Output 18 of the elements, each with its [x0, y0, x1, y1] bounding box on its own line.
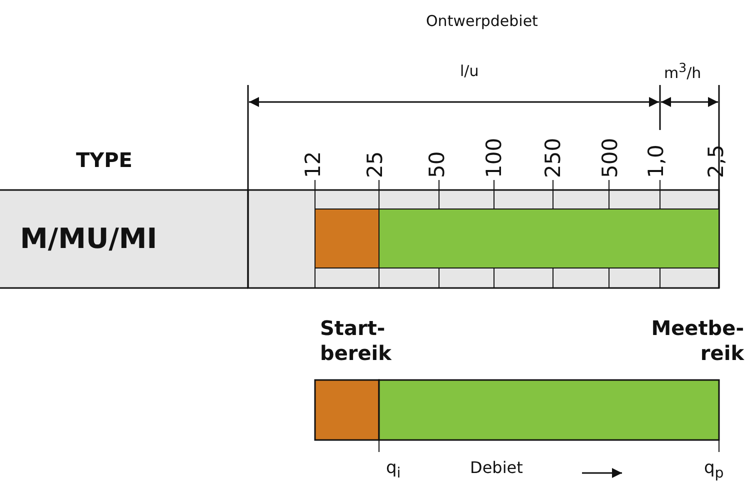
heading: Ontwerpdebiet — [426, 14, 538, 29]
type-name: M/MU/MI — [20, 225, 158, 253]
scale-value: 12 — [303, 151, 324, 178]
scale-value: 100 — [484, 138, 505, 178]
scale-value: 500 — [600, 138, 621, 178]
axis-label: Debiet — [470, 460, 523, 476]
unit-label: m$^{3}$/h — [664, 62, 702, 81]
legend-label: Meetbe- reik — [650, 316, 744, 366]
flow-symbol: q$_{i}$ — [386, 460, 401, 481]
column-heading: TYPE — [76, 150, 132, 170]
flow-symbol: q$_{p}$ — [704, 460, 724, 481]
scale-value: 250 — [543, 138, 564, 178]
unit-label: l/u — [460, 64, 479, 79]
scale-value: 50 — [427, 151, 448, 178]
scale-value: 1,0 — [646, 144, 667, 178]
legend-label: Start- bereik — [320, 316, 393, 366]
scale-value: 2,5 — [706, 144, 727, 178]
scale-value: 25 — [365, 151, 386, 178]
